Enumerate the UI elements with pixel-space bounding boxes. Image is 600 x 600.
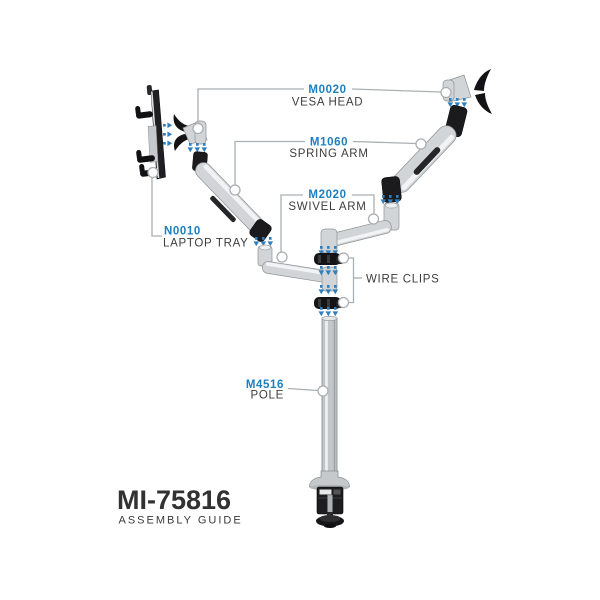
marker-pole: [317, 385, 329, 397]
label-spring-arm-name: SPRING ARM: [289, 148, 368, 160]
pole: [321, 315, 338, 477]
label-swivel-arm-name: SWIVEL ARM: [288, 201, 366, 213]
label-spring-arm-code: M1060: [310, 137, 348, 149]
tray-hook-middle: [136, 150, 155, 163]
marker-swivel-left: [276, 251, 288, 263]
leader-swivel-left: [280, 194, 303, 252]
label-pole-name: POLE: [251, 390, 284, 402]
title-block: MI-75816 ASSEMBLY GUIDE: [117, 485, 243, 527]
marker-laptop-tray: [147, 166, 159, 179]
marker-vesa-left: [192, 122, 204, 135]
right-spring-arm: [381, 104, 468, 203]
laptop-tray: [135, 84, 166, 180]
label-vesa-head-code: M0020: [308, 84, 346, 96]
left-spring-arm: [192, 151, 272, 242]
insert-arrows-pole: [319, 307, 339, 316]
insert-arrows-left-arm: [254, 237, 274, 246]
marker-vesa-right: [440, 86, 452, 99]
leader-spring-right: [352, 140, 416, 145]
leader-lines: [147, 86, 452, 397]
insert-arrows-left-vesa: [188, 143, 208, 152]
leader-pole: [287, 387, 318, 392]
insert-arrows-clip1-bottom: [319, 266, 339, 275]
desk-clamp: [316, 486, 344, 518]
marker-wire-clip-1: [337, 252, 350, 264]
tray-hook-top: [135, 106, 153, 119]
marker-spring-right: [415, 138, 427, 150]
label-laptop-tray-code: N0010: [164, 226, 201, 238]
label-wire-clips: WIRE CLIPS: [366, 274, 439, 286]
marker-swivel-right: [367, 213, 380, 225]
leader-wire-clips-bracket: [348, 257, 355, 304]
insert-arrows-tray: [163, 123, 172, 147]
guide-subtitle: ASSEMBLY GUIDE: [119, 515, 243, 527]
leader-vesa-left: [197, 88, 304, 124]
vesa-wing-icon: [475, 93, 492, 114]
marker-spring-left: [229, 184, 241, 196]
label-laptop-tray-name: LAPTOP TRAY: [163, 238, 248, 250]
label-swivel-arm-code: M2020: [308, 189, 346, 201]
marker-wire-clip-2: [337, 296, 350, 309]
vesa-wing-icon: [474, 69, 491, 91]
model-number: MI-75816: [117, 485, 231, 515]
part-labels: M0020 VESA HEAD M1060 SPRING ARM M2020 S…: [163, 84, 439, 402]
leader-spring-left: [234, 140, 305, 185]
label-vesa-head-name: VESA HEAD: [292, 97, 364, 109]
clamp-knob: [316, 512, 344, 528]
vesa-wing-icon: [174, 134, 191, 151]
leader-swivel-right: [352, 194, 375, 214]
leader-laptop-tray: [151, 177, 162, 237]
label-pole-code: M4516: [246, 379, 284, 391]
insert-arrows-clip2-top: [319, 285, 339, 294]
leader-vesa-right: [351, 88, 442, 93]
